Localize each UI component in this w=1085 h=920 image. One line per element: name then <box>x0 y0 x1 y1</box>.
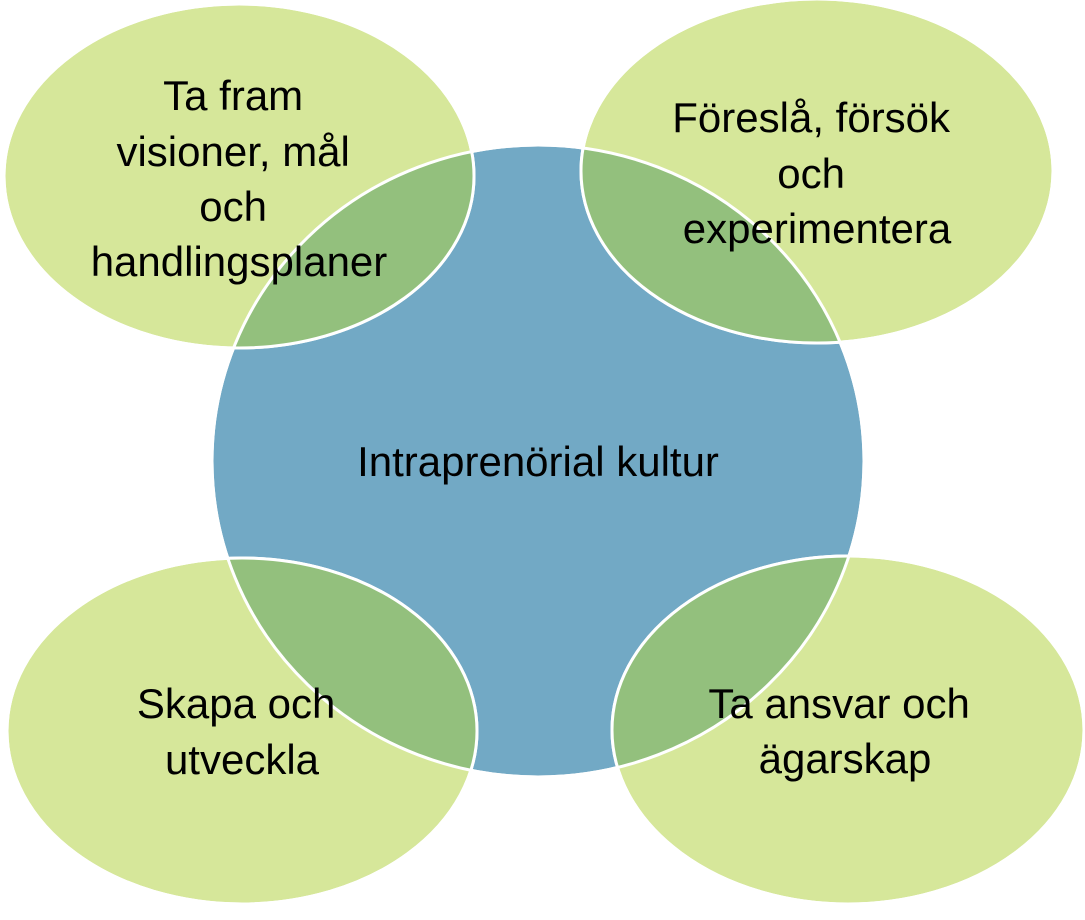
satellite-bottom-right-line: ägarskap <box>759 735 932 782</box>
satellite-top-left-label: Ta fram visioner, mål och handlingsplane… <box>91 72 388 285</box>
outline-top-right <box>579 0 1055 345</box>
satellite-top-left-line: Ta fram <box>163 72 303 119</box>
outline-center <box>210 143 866 779</box>
satellite-top-right-label: Föreslå, försök och experimentera <box>672 94 961 252</box>
outline-bottom-right <box>610 554 1085 906</box>
center-label: Intraprenörial kultur <box>357 438 719 485</box>
satellite-top-left-line: handlingsplaner <box>91 238 388 285</box>
satellite-bottom-left-line: utveckla <box>165 736 320 783</box>
satellite-top-left-line: och <box>199 183 267 230</box>
outline-top-left <box>2 2 476 350</box>
satellite-bottom-right-label: Ta ansvar och ägarskap <box>708 680 981 782</box>
satellite-top-right-line: experimentera <box>683 205 952 252</box>
satellite-bottom-right-line: Ta ansvar och <box>708 680 969 727</box>
satellite-bottom-left-label: Skapa och utveckla <box>137 680 347 783</box>
satellite-bottom-left-line: Skapa och <box>137 680 335 727</box>
outline-bottom-left <box>5 556 479 906</box>
satellite-top-right-line: Föreslå, försök <box>672 94 951 141</box>
satellite-top-right-line: och <box>777 150 845 197</box>
satellite-top-left-line: visioner, mål <box>116 128 349 175</box>
